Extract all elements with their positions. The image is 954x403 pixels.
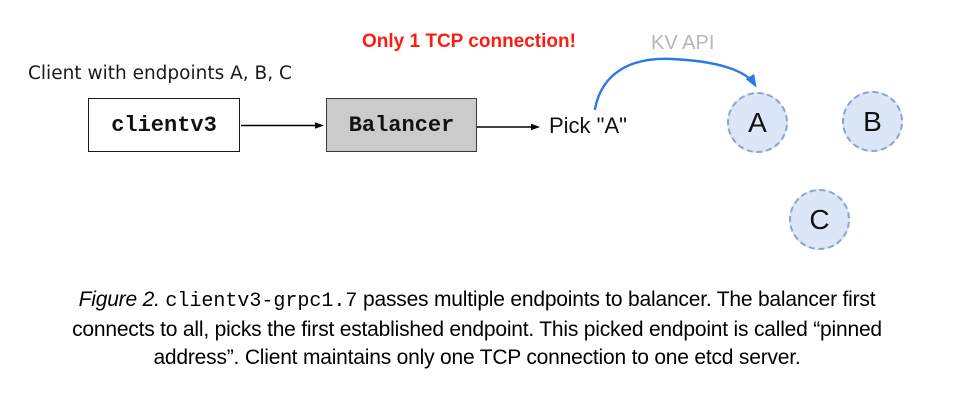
endpoint-node-c: C	[789, 189, 850, 250]
client-endpoints-label: Client with endpoints A, B, C	[28, 63, 292, 84]
caption-line-3: address”. Client maintains only one TCP …	[153, 346, 801, 369]
pick-a-label: Pick "A"	[549, 113, 627, 138]
caption-code: clientv3-grpc1.7	[165, 290, 358, 313]
caption-line-1: Figure 2. clientv3-grpc1.7 passes multip…	[0, 286, 954, 316]
caption-line-2: connects to all, picks the first establi…	[72, 318, 882, 341]
kv-api-label: KV API	[651, 32, 715, 54]
endpoint-b-label: B	[863, 105, 882, 137]
endpoint-c-label: C	[809, 203, 830, 235]
balancer-node-label: Balancer	[348, 112, 455, 138]
figure-caption: Figure 2. clientv3-grpc1.7 passes multip…	[0, 286, 954, 372]
endpoint-node-a: A	[727, 92, 788, 153]
figure-number: Figure 2.	[78, 288, 166, 311]
balancer-node: Balancer	[326, 98, 477, 152]
kv-api-curved-arrow	[593, 57, 757, 111]
caption-line1-text: passes multiple endpoints to balancer. T…	[357, 288, 876, 311]
endpoint-node-b: B	[842, 91, 903, 152]
clientv3-node: clientv3	[88, 98, 240, 152]
endpoint-a-label: A	[748, 106, 767, 138]
tcp-connection-note: Only 1 TCP connection!	[362, 31, 576, 52]
clientv3-node-label: clientv3	[111, 112, 217, 138]
